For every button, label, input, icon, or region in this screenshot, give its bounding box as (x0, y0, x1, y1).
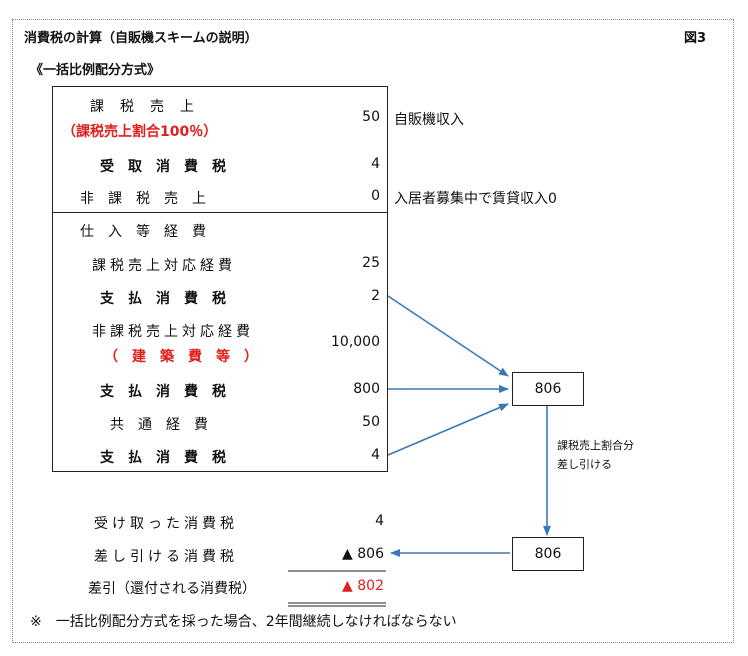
common-cost-label: 共 通 経 費 (110, 417, 208, 433)
figure-frame (12, 19, 734, 643)
taxable-sales-label: 課 税 売 上 (90, 99, 195, 115)
ratio-note-line1: 課税売上割合分 (557, 439, 634, 452)
nontaxable-cost-value: 10,000 (331, 334, 380, 350)
refund-summary-label: 差引（還付される消費税） (88, 581, 256, 597)
received-tax-summary-value: 4 (375, 513, 384, 529)
paid-tax-1-value: 2 (371, 288, 380, 304)
received-tax-summary-label: 受け取った消費税 (94, 516, 238, 532)
nontaxable-cost-label: 非課税売上対応経費 (92, 324, 254, 340)
refund-summary-value: ▲ 802 (342, 578, 384, 594)
paid-tax-1-label: 支 払 消 費 税 (100, 291, 226, 307)
nontaxable-sales-value: 0 (371, 188, 380, 204)
figure-title: 消費税の計算（自販機スキームの説明） (24, 31, 258, 46)
paid-tax-2-value: 800 (353, 381, 380, 397)
arrow-paid-tax-1 (387, 295, 509, 377)
arrow-paid-tax-3 (387, 403, 509, 456)
construction-cost-label: （ 建 築 費 等 ） (104, 349, 258, 365)
paid-tax-3-value: 4 (371, 447, 380, 463)
paid-tax-3-label: 支 払 消 費 税 (100, 450, 226, 466)
deductible-tax-summary-value: ▲ 806 (342, 546, 384, 562)
nontaxable-sales-note: 入居者募集中で賃貸収入0 (394, 191, 557, 207)
paid-tax-2-label: 支 払 消 費 税 (100, 384, 226, 400)
taxable-ratio-label: （課税売上割合100％） (62, 124, 218, 140)
deductible-result-box: 806 (512, 537, 584, 571)
received-tax-value: 4 (371, 156, 380, 172)
method-label: 《一括比例配分方式》 (30, 63, 161, 78)
taxable-cost-value: 25 (362, 255, 380, 271)
taxable-sales-note: 自販機収入 (394, 112, 464, 128)
expenses-box (52, 212, 388, 472)
footnote: ※ 一括比例配分方式を採った場合、2年間継続しなければならない (30, 614, 457, 630)
nontaxable-sales-label: 非 課 税 売 上 (80, 191, 206, 207)
common-cost-value: 50 (362, 414, 380, 430)
deductible-total-box: 806 (512, 372, 584, 406)
taxable-cost-label: 課税売上対応経費 (92, 258, 236, 274)
deductible-tax-summary-label: 差し引ける消費税 (94, 549, 238, 565)
figure-label: 図3 (684, 31, 707, 46)
purchase-expenses-label: 仕 入 等 経 費 (80, 224, 206, 240)
taxable-sales-value: 50 (362, 109, 380, 125)
ratio-note-line2: 差し引ける (557, 458, 612, 471)
received-tax-label: 受 取 消 費 税 (100, 159, 226, 175)
